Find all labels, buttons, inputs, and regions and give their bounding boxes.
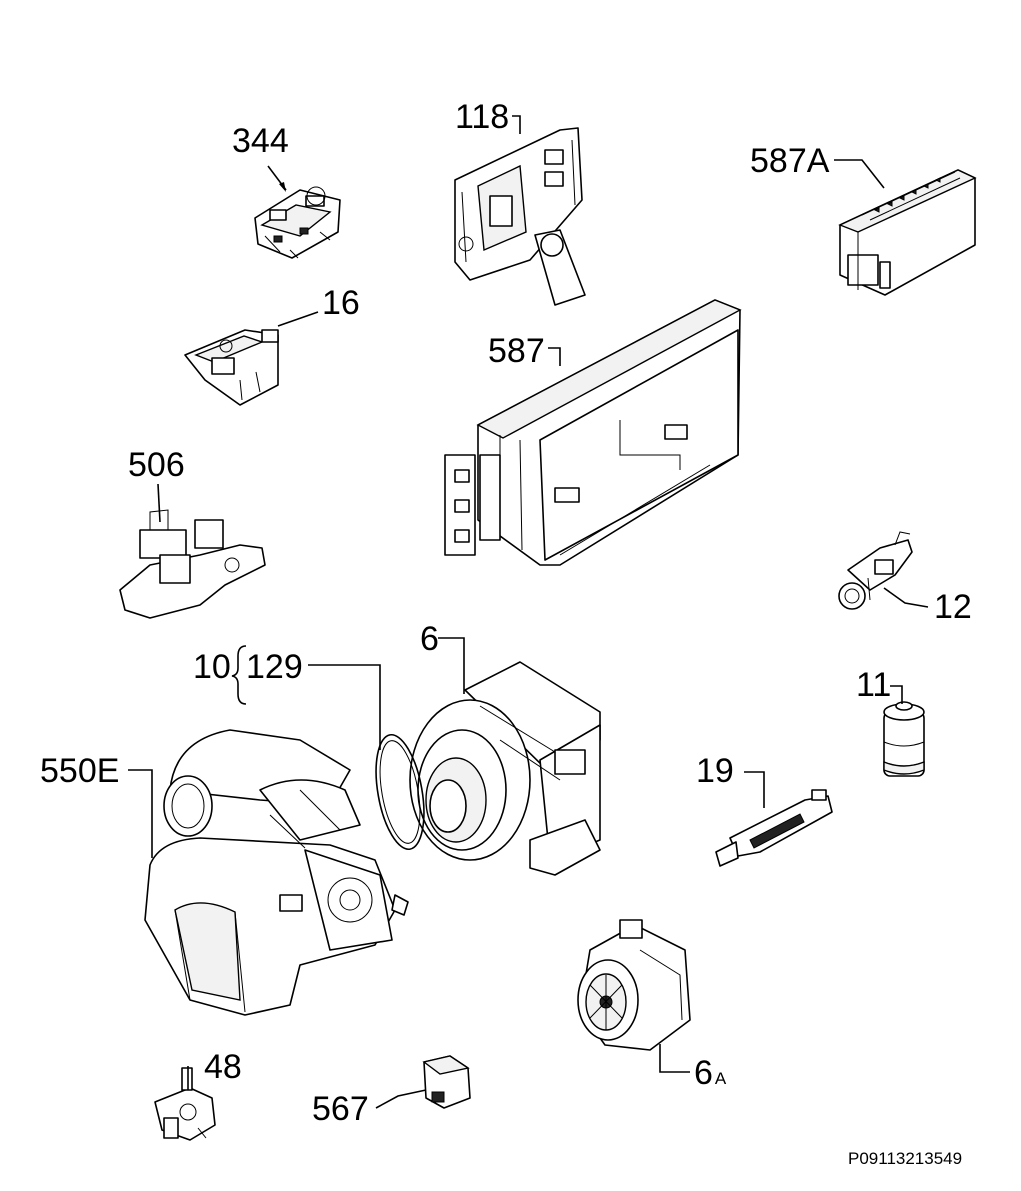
part-550E[interactable]	[144, 729, 409, 1016]
leader-16	[277, 311, 319, 327]
leader-550E	[128, 769, 153, 858]
label-6A-number: 6	[694, 1054, 713, 1092]
label-16: 16	[322, 284, 360, 322]
part-16[interactable]	[184, 329, 279, 406]
part-6A[interactable]	[577, 919, 691, 1051]
part-6[interactable]	[409, 661, 601, 876]
label-12: 12	[934, 588, 972, 626]
leader-587	[548, 347, 561, 366]
part-12[interactable]	[838, 531, 913, 610]
label-6A-suffix: A	[715, 1069, 727, 1088]
part-587A[interactable]	[838, 169, 977, 296]
leader-344-arrow	[279, 182, 286, 192]
label-118: 118	[455, 98, 509, 136]
drawing-code: P09113213549	[848, 1149, 962, 1168]
label-587A: 587A	[750, 142, 830, 180]
label-550E: 550E	[40, 752, 119, 790]
label-10: 10	[193, 648, 231, 686]
part-118[interactable]	[454, 127, 586, 306]
leader-6A	[659, 1044, 690, 1073]
leader-11	[890, 685, 903, 704]
label-11: 11	[856, 666, 891, 704]
leader-506	[157, 483, 161, 523]
brace-10	[231, 645, 247, 705]
part-19[interactable]	[715, 789, 833, 867]
part-48[interactable]	[154, 1067, 216, 1141]
part-129[interactable]	[368, 731, 431, 853]
leader-129	[308, 664, 381, 750]
label-587: 587	[488, 332, 545, 370]
label-6: 6	[420, 620, 439, 658]
leader-118	[512, 115, 521, 134]
label-506: 506	[128, 446, 185, 484]
leader-19	[744, 771, 765, 808]
leader-587A	[834, 159, 885, 189]
leader-6	[438, 637, 465, 694]
part-587[interactable]	[444, 299, 742, 566]
label-344: 344	[232, 122, 289, 160]
part-506[interactable]	[119, 509, 266, 619]
label-567: 567	[312, 1090, 369, 1128]
label-129: 129	[246, 648, 303, 686]
part-11[interactable]	[883, 701, 925, 777]
leader-567	[375, 1089, 427, 1109]
part-567[interactable]	[422, 1055, 471, 1109]
label-48: 48	[204, 1048, 242, 1086]
part-344[interactable]	[254, 186, 341, 259]
leader-12	[883, 587, 929, 608]
label-19: 19	[696, 752, 734, 790]
